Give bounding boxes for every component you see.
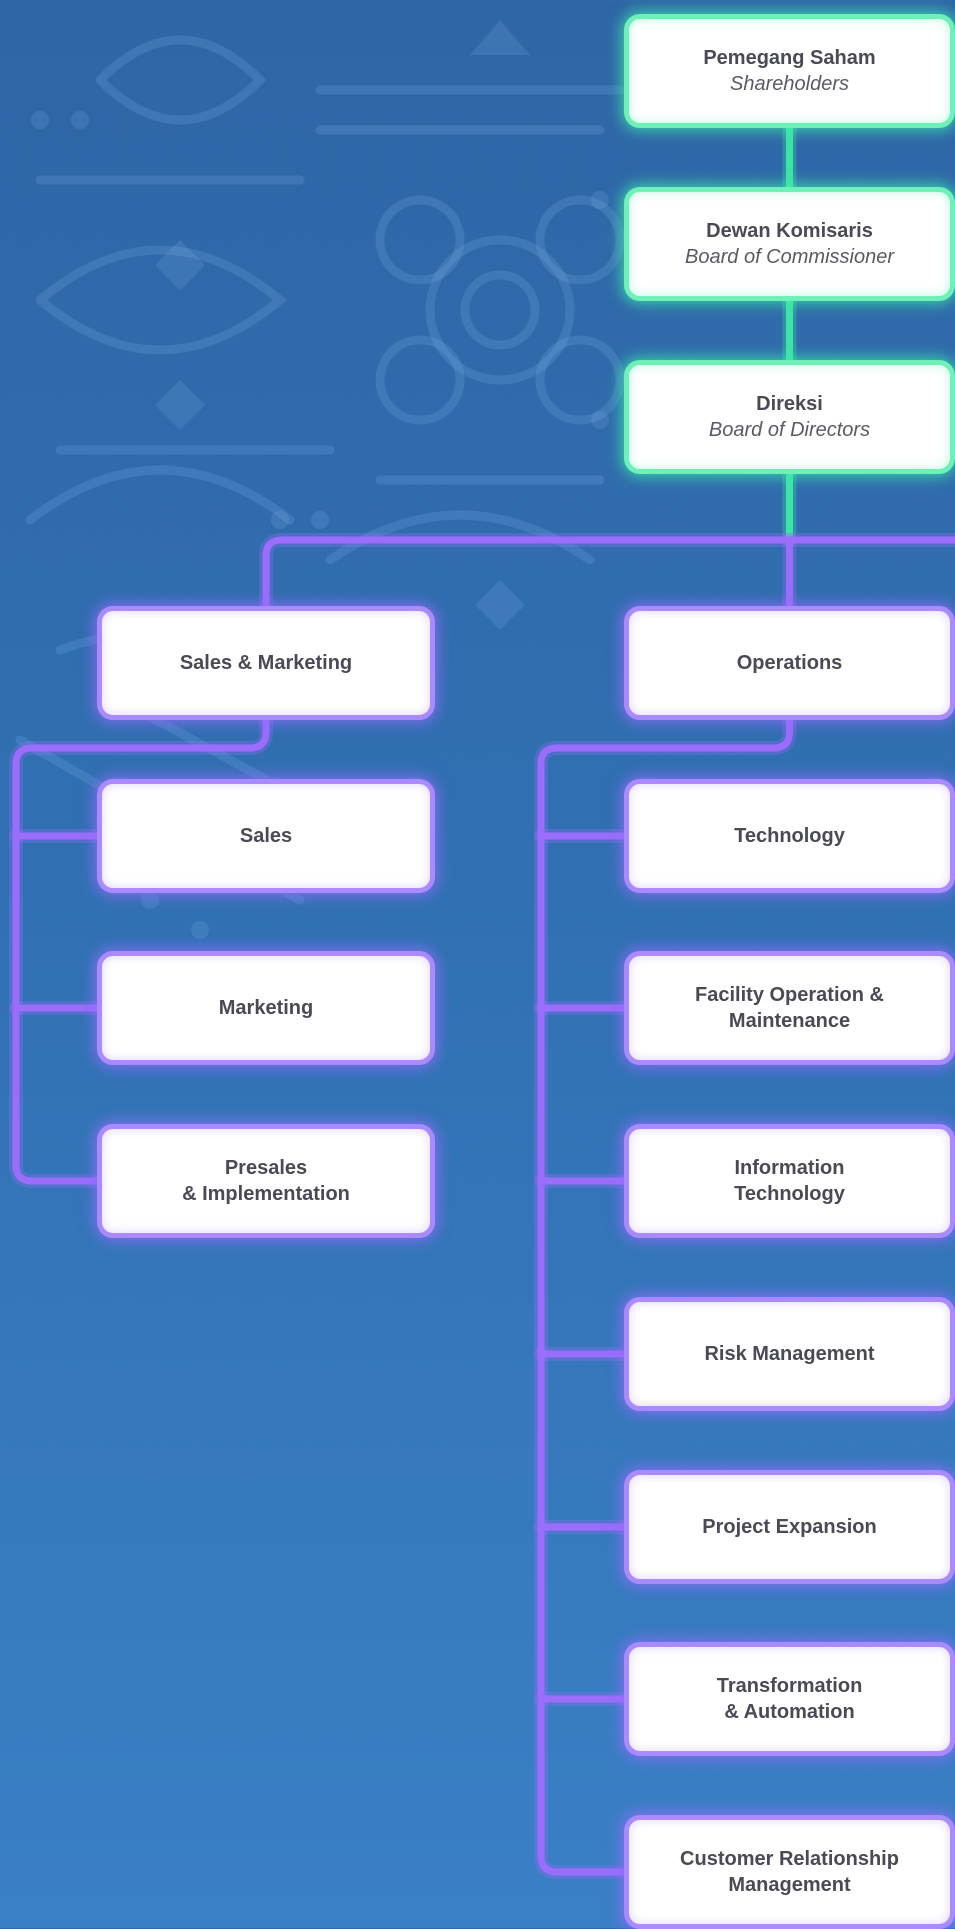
node-title: Sales — [239, 825, 293, 847]
connector-division-bar-glow — [259, 533, 955, 613]
connector-division-bar — [262, 536, 955, 610]
node-title: Dewan Komisaris — [706, 220, 873, 242]
node-title: Project Expansion — [702, 1516, 877, 1538]
connector-operations-spine — [537, 716, 793, 1876]
node-sales: Sales — [97, 779, 435, 893]
node-project-expansion: Project Expansion — [624, 1470, 955, 1584]
node-subtitle: Shareholders — [730, 73, 849, 95]
node-subtitle: Board of Directors — [708, 419, 871, 441]
node-facility-operation-maintenance: Facility Operation &Maintenance — [624, 951, 955, 1065]
node-operations: Operations — [624, 606, 955, 720]
node-board-of-directors: Direksi Board of Directors — [624, 360, 955, 474]
node-title: Sales & Marketing — [179, 652, 353, 674]
node-title: Facility Operation &Maintenance — [695, 984, 884, 1032]
node-title: Marketing — [218, 997, 314, 1019]
node-title: Operations — [736, 652, 843, 674]
node-risk-management: Risk Management — [624, 1297, 955, 1411]
node-title: Pemegang Saham — [703, 47, 876, 69]
node-subtitle: Board of Commissioner — [685, 246, 894, 268]
node-marketing: Marketing — [97, 951, 435, 1065]
node-title: Presales& Implementation — [182, 1157, 350, 1205]
node-sales-marketing: Sales & Marketing — [97, 606, 435, 720]
node-title: Transformation& Automation — [716, 1675, 863, 1723]
node-title: Direksi — [756, 393, 823, 415]
connector-sales-marketing-spine — [12, 716, 270, 1185]
node-presales-implementation: Presales& Implementation — [97, 1124, 435, 1238]
node-technology: Technology — [624, 779, 955, 893]
node-transformation-automation: Transformation& Automation — [624, 1642, 955, 1756]
node-shareholders: Pemegang Saham Shareholders — [624, 14, 955, 128]
node-title: Technology — [734, 825, 845, 847]
node-title: Risk Management — [704, 1343, 875, 1365]
node-board-of-commissioner: Dewan Komisaris Board of Commissioner — [624, 187, 955, 301]
